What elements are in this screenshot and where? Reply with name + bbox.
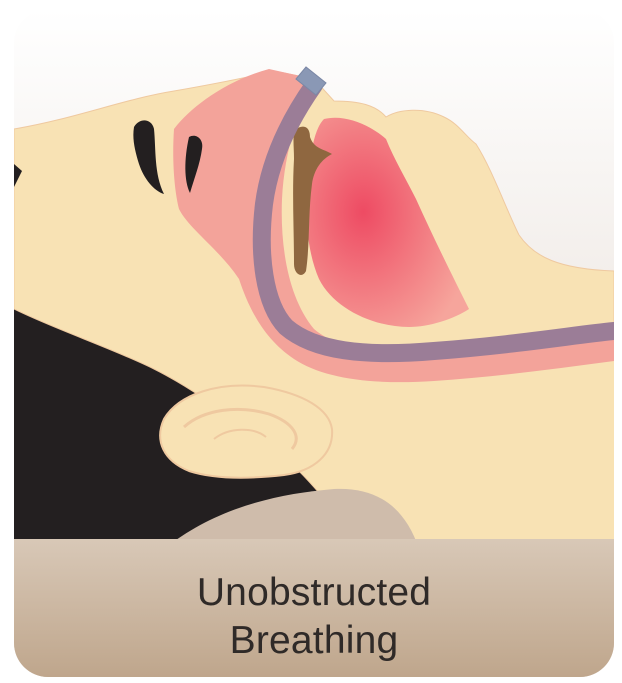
- caption: Unobstructed Breathing: [14, 557, 614, 677]
- ear-icon: [160, 386, 332, 478]
- caption-line-2: Breathing: [230, 617, 399, 665]
- diagram-card: Unobstructed Breathing: [14, 9, 614, 677]
- caption-line-1: Unobstructed: [197, 569, 431, 617]
